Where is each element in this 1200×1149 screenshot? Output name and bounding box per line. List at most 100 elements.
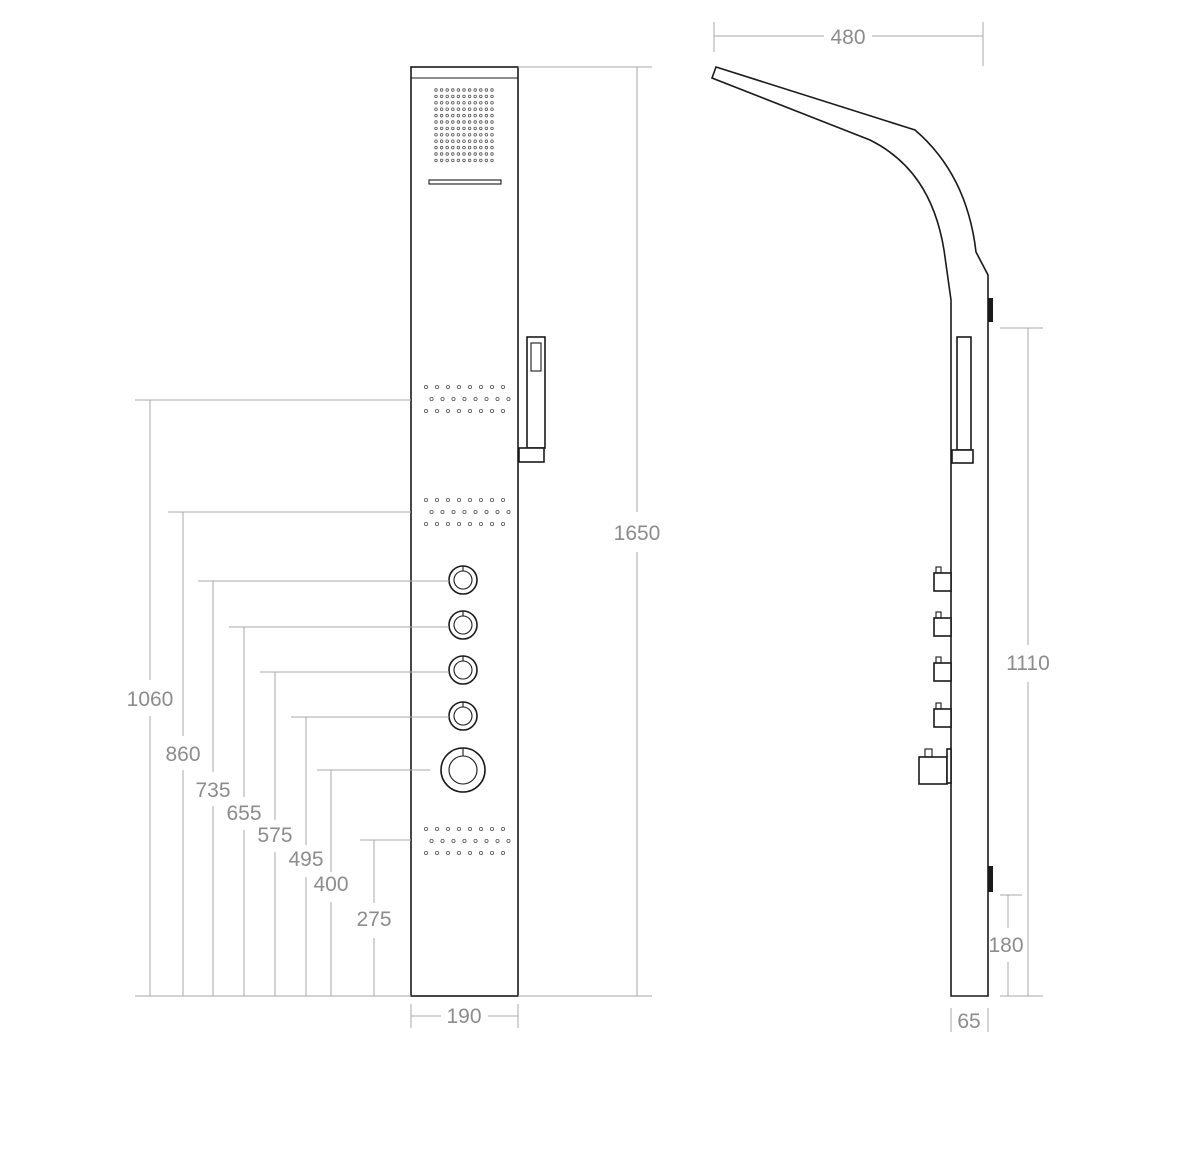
nozzle-dot [445,827,450,832]
hand-shower [518,336,546,463]
nozzle-dot [451,88,455,92]
nozzle-dot [451,133,455,137]
nozzle-dot [473,113,477,118]
label-575: 575 [257,824,292,847]
nozzle-dot [434,522,439,527]
nozzle-dot [478,497,483,502]
label-190: 190 [446,1005,481,1028]
nozzle-dot [473,88,477,92]
nozzle-dot [462,509,467,514]
nozzle-dot [479,139,483,143]
nozzle-dot [451,152,455,156]
label-655: 655 [226,802,261,825]
nozzle-dot [440,396,445,401]
nozzle-dot [490,107,494,111]
nozzle-dot [467,107,472,111]
nozzle-dot [500,522,505,527]
nozzle-dot [456,522,461,527]
label-1110: 1110 [1006,652,1050,675]
label-65: 65 [957,1010,980,1033]
nozzle-dot [473,101,477,105]
nozzle-dot [423,384,428,389]
nozzle-dot [451,396,456,401]
dimension-495: 495 [288,716,449,996]
side-view: 480 1110 180 65 [710,22,1050,1033]
nozzle-dot [467,101,472,105]
nozzle-dot [434,152,438,156]
nozzle-dot [434,88,438,92]
label-1650: 1650 [614,522,661,545]
nozzle-dot [467,145,472,150]
nozzle-dot [434,107,438,111]
nozzle-dot [456,139,461,143]
nozzle-dot [445,158,449,163]
nozzle-dot [500,408,505,413]
dimension-total-height: 1650 [518,66,661,997]
nozzle-dot [456,497,461,502]
nozzle-dot [484,113,489,118]
nozzle-dot [479,152,483,156]
dimension-400: 400 [313,769,430,996]
diverter-knob-3 [448,655,478,685]
nozzle-dot [445,120,449,124]
diverter-knob-side-4 [933,702,952,728]
nozzle-dot [451,120,455,124]
nozzle-dot [462,145,466,150]
dimension-735: 735 [195,580,449,996]
nozzle-dot [456,145,461,150]
nozzle-dot [490,126,494,131]
nozzle-dot [473,158,477,163]
nozzle-dot [434,94,438,99]
nozzle-dot [462,126,466,131]
nozzle-dot [445,113,449,118]
nozzle-dot [439,113,444,118]
nozzle-dot [429,839,434,844]
nozzle-dot [484,139,489,143]
dimension-575: 575 [257,671,449,996]
nozzle-dot [445,522,450,527]
nozzle-dot [478,827,483,832]
nozzle-dot [451,509,456,514]
nozzle-dot [484,509,489,514]
nozzle-dot [473,152,477,156]
nozzle-dot [484,396,489,401]
nozzle-dot [490,94,494,99]
nozzle-dot [479,120,483,124]
nozzle-dot [473,94,477,99]
nozzle-dot [462,94,466,99]
diverter-knob-2 [448,610,478,640]
nozzle-dot [484,107,489,111]
nozzle-dot [423,851,428,856]
nozzle-dot [434,133,438,137]
nozzle-dot [462,133,466,137]
nozzle-dot [456,101,461,105]
dimension-275: 275 [356,839,411,996]
nozzle-dot [473,107,477,111]
thermostatic-knob-side [918,748,952,785]
nozzle-dot [456,133,461,137]
nozzle-dot [490,88,494,92]
diverter-knob-side-2 [933,611,952,637]
nozzle-dot [479,113,483,118]
label-860: 860 [165,743,200,766]
nozzle-dot [473,126,477,131]
nozzle-dot [462,101,466,105]
nozzle-dot [484,120,489,124]
nozzle-dot [445,384,450,389]
front-view: 1650 1060 860 735 65 [127,66,661,1028]
nozzle-dot [439,152,444,156]
nozzle-dot [445,851,450,856]
nozzle-dot [490,158,494,163]
nozzle-dot [467,94,472,99]
nozzle-dot [484,158,489,163]
nozzle-dot [434,126,438,131]
nozzle-dot [484,839,489,844]
nozzle-dot [500,851,505,856]
nozzle-dot [489,497,494,502]
nozzle-dot [473,509,478,514]
nozzle-dot [451,113,455,118]
nozzle-dot [445,145,449,150]
nozzle-dot [484,101,489,105]
nozzle-dot [479,101,483,105]
nozzle-dot [423,827,428,832]
